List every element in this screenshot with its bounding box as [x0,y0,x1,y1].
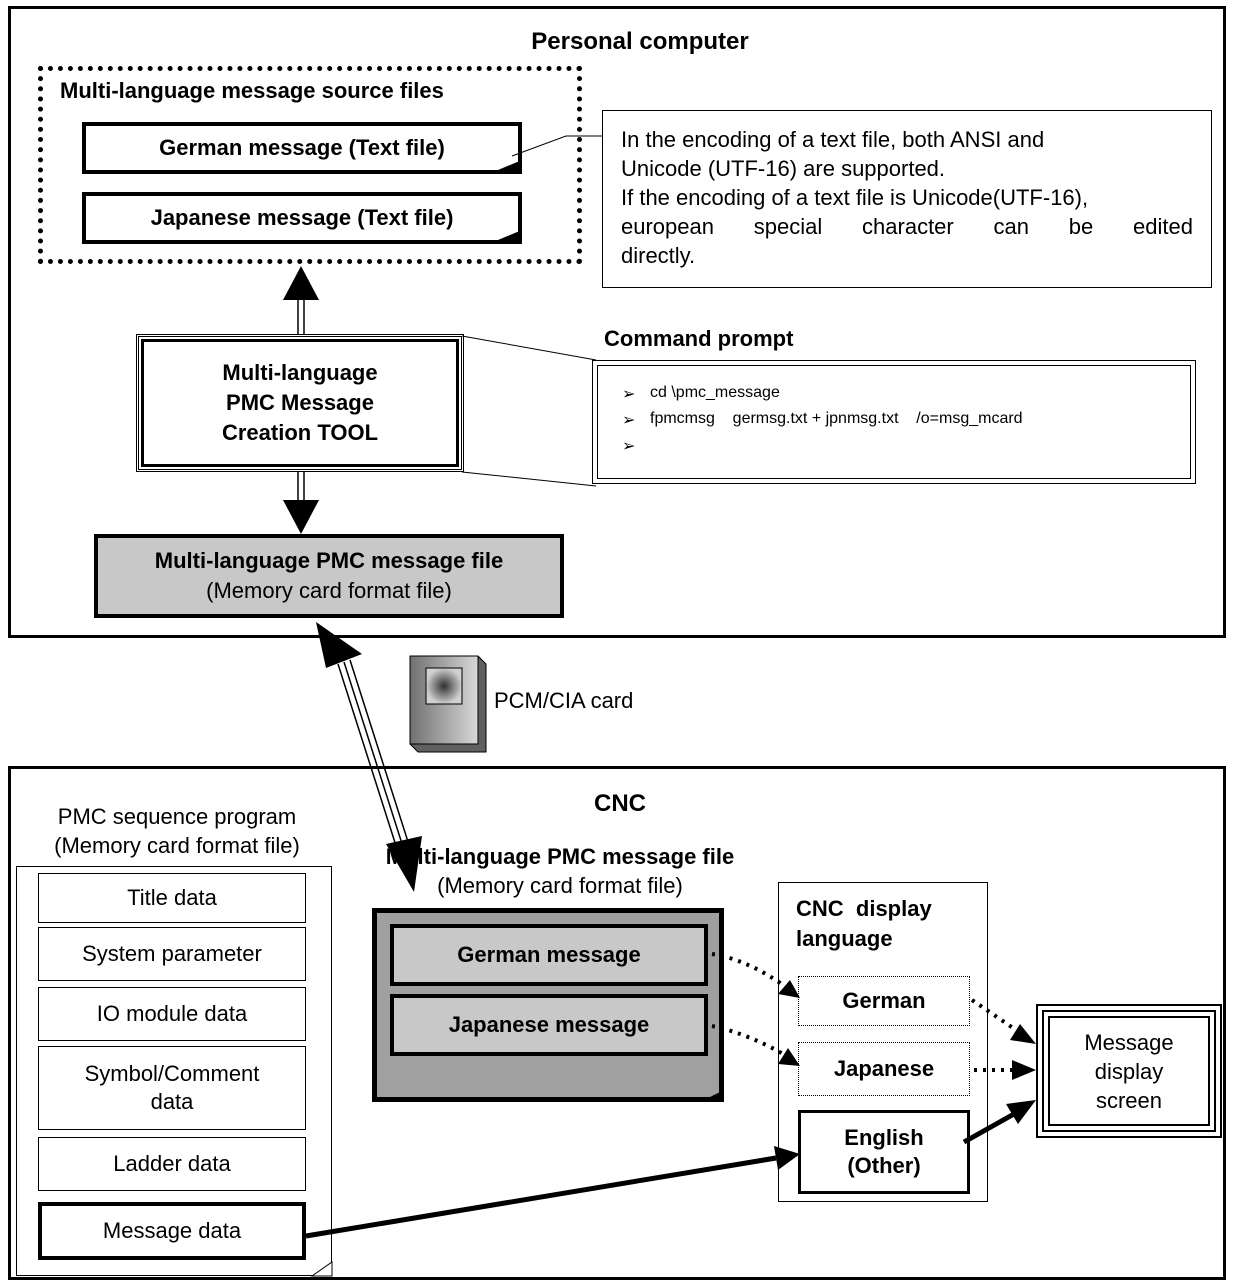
message-display-screen: Message display screen [1036,1004,1222,1138]
system-parameter-item: System parameter [38,927,306,981]
tool-to-message-file-arrow [283,472,319,534]
symbol-comment-line: Symbol/Comment [84,1061,260,1086]
tool-line: Multi-language [222,360,378,385]
japanese-to-screen-link [974,1060,1036,1080]
encoding-note: In the encoding of a text file, both ANS… [602,110,1212,288]
pc-message-file-title: Multi-language PMC message file [154,548,504,573]
display-language-title: CNC display language [796,894,976,954]
command-text: fpmcmsg germsg.txt + jpnmsg.txt /o=msg_m… [650,410,1023,427]
sequence-fold-icon [310,1261,333,1277]
personal-computer-title: Personal computer [531,28,749,55]
message-file-fold-icon [700,1090,724,1102]
io-module-item: IO module data [38,987,306,1041]
command-prompt-content: ➢ cd \pmc_message ➢ fpmcmsg germsg.txt +… [597,365,1191,479]
note-line: directly. [621,243,696,268]
message-data-item: Message data [38,1202,306,1260]
transfer-arrow [316,622,422,892]
command-line: ➢ cd \pmc_message [622,384,1190,410]
command-prompt-box: ➢ cd \pmc_message ➢ fpmcmsg germsg.txt +… [592,360,1196,484]
japanese-source-file: Japanese message (Text file) [82,192,522,244]
title-data-item: Title data [38,873,306,923]
prompt-arrow-icon: ➢ [622,412,636,429]
symbol-comment-line: data [150,1089,194,1114]
message-data-to-english-arrow [305,1146,800,1239]
sequence-title-line: PMC sequence program [57,804,297,829]
english-to-screen-arrow [962,1100,1036,1145]
screen-line: Message [1084,1029,1174,1055]
note-callout-line [511,135,602,157]
sequence-program-title: PMC sequence program (Memory card format… [22,802,332,860]
prompt-arrow-icon: ➢ [622,386,636,403]
command-text: cd \pmc_message [650,384,780,401]
note-line: If the encoding of a text file is Unicod… [621,185,1089,210]
german-source-file: German message (Text file) [82,122,522,174]
pcm-card-label: PCM/CIA card [494,688,634,713]
note-line: european special character can be edited [621,214,1193,239]
zoom-line [461,471,597,487]
message-creation-tool: Multi-language PMC Message Creation TOOL [136,334,464,472]
german-message-link [711,952,800,998]
doc-fold-icon [498,230,522,242]
sequence-title-line: (Memory card format file) [54,833,300,858]
symbol-comment-item: Symbol/Comment data [38,1046,306,1130]
language-japanese: Japanese [798,1042,970,1096]
personal-computer-frame [8,6,1226,638]
screen-line: display [1094,1058,1164,1084]
japanese-message-link [711,1024,800,1066]
cnc-message-file-title: Multi-language PMC message file [385,844,735,869]
cnc-title: CNC [594,790,646,817]
command-line: ➢ fpmcmsg germsg.txt + jpnmsg.txt /o=msg… [622,410,1190,436]
memory-card-icon [409,655,487,753]
language-english-line: English [844,1125,924,1150]
display-language-line: language [796,926,893,951]
cnc-message-file-caption: Multi-language PMC message file (Memory … [340,842,780,900]
tool-to-source-arrow [283,266,319,334]
german-message: German message [390,924,708,986]
tool-line: PMC Message [226,390,374,415]
pc-message-file-sub: (Memory card format file) [206,578,452,603]
pc-message-file: Multi-language PMC message file (Memory … [94,534,564,618]
ladder-data-item: Ladder data [38,1137,306,1191]
cnc-message-file-sub: (Memory card format file) [437,873,683,898]
command-prompt-title: Command prompt [604,326,794,351]
zoom-line [461,335,597,361]
cnc-frame [8,766,1226,1280]
source-files-group [38,66,582,264]
prompt-arrow-icon: ➢ [622,438,636,455]
japanese-message: Japanese message [390,994,708,1056]
language-english-line: (Other) [847,1153,921,1178]
display-language-line: CNC display [796,896,932,921]
language-german: German [798,976,970,1026]
source-files-title: Multi-language message source files [60,78,444,103]
command-line: ➢ [622,436,1190,462]
screen-line: screen [1095,1087,1163,1113]
note-line: Unicode (UTF-16) are supported. [621,156,946,181]
german-to-screen-link [970,998,1036,1044]
language-english: English (Other) [798,1110,970,1194]
doc-fold-icon [498,160,522,172]
note-line: In the encoding of a text file, both ANS… [621,127,1045,152]
tool-line: Creation TOOL [221,420,379,445]
